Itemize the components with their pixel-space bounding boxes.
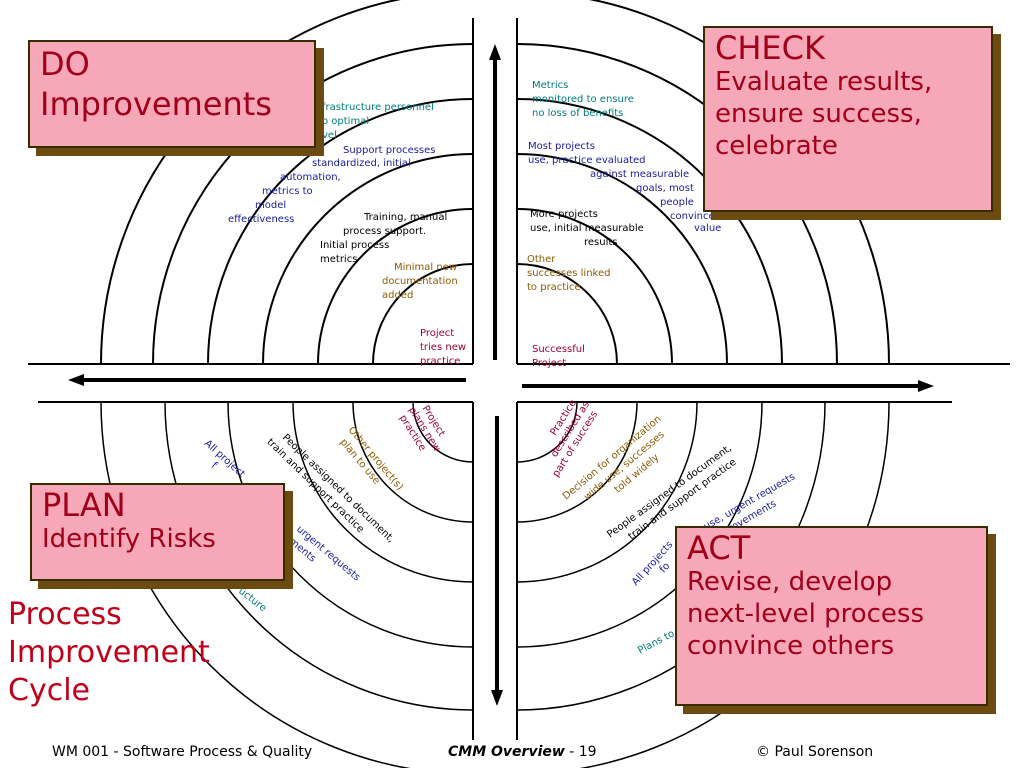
check-label: value — [694, 223, 721, 234]
do-quadrant-labels: frastructure personnel o optimal vel Sup… — [228, 102, 466, 367]
arrow-right-head — [918, 380, 934, 392]
act-box-title: ACT — [687, 529, 751, 567]
plan-label: f — [209, 460, 219, 471]
do-label: process support. — [343, 226, 426, 237]
footer-author: © Paul Sorenson — [756, 744, 874, 760]
do-label: Minimal new — [394, 262, 457, 273]
check-box: CHECK Evaluate results, ensure success, … — [703, 26, 993, 212]
do-label: Initial process — [320, 240, 389, 251]
do-box-subtitle: Improvements — [40, 85, 272, 123]
do-label: vel — [322, 130, 337, 141]
check-box-title: CHECK — [715, 29, 825, 67]
arrow-up-head — [489, 44, 501, 60]
plan-box-subtitle: Identify Risks — [42, 524, 216, 554]
cycle-title-line: Improvement — [8, 635, 210, 670]
check-label: Project — [532, 358, 566, 369]
cycle-title-line: Cycle — [8, 673, 90, 708]
do-label: documentation — [382, 276, 458, 287]
check-label: convinced of — [670, 211, 734, 222]
check-box-line: celebrate — [715, 131, 838, 161]
footer-slide-title: CMM Overview — [448, 744, 565, 760]
check-box-line: ensure success, — [715, 99, 922, 129]
check-label: monitored to ensure — [532, 94, 634, 105]
act-box-line: convince others — [687, 631, 895, 661]
do-label: added — [382, 290, 413, 301]
plan-label: ucture — [236, 586, 268, 614]
cycle-title-line: Process — [8, 597, 122, 632]
do-box: DO Improvements — [28, 40, 316, 148]
do-box-title: DO — [40, 45, 90, 83]
do-label: automation, — [280, 172, 341, 183]
arrow-left-head — [68, 374, 84, 386]
check-label: use, practice evaluated — [528, 155, 646, 166]
check-label: Metrics — [532, 80, 568, 91]
act-box-line: Revise, develop — [687, 567, 893, 597]
footer-page-number: - 19 — [564, 744, 597, 760]
do-label: o optimal — [322, 116, 369, 127]
check-label: against measurable — [590, 169, 689, 180]
check-box-line: Evaluate results, — [715, 67, 933, 97]
do-label: Support processes — [343, 145, 436, 156]
check-label: no loss of benefits — [532, 108, 623, 119]
check-label: More projects — [530, 209, 598, 220]
arrow-down-head — [491, 690, 503, 706]
footer-course: WM 001 - Software Process & Quality — [52, 744, 313, 760]
do-label: Training, manual — [363, 212, 447, 223]
cycle-arrows — [68, 44, 934, 706]
check-label: Successful — [532, 344, 585, 355]
check-label: people — [660, 197, 694, 208]
do-label: tries new — [420, 342, 466, 353]
check-label: to practice — [527, 282, 581, 293]
do-label: model — [255, 200, 286, 211]
check-label: Other — [527, 254, 556, 265]
check-label: results — [584, 237, 618, 248]
do-label: Project — [420, 328, 454, 339]
act-box: ACT Revise, develop next-level process c… — [675, 526, 988, 706]
plan-label: All project — [202, 438, 247, 480]
act-box-line: next-level process — [687, 599, 924, 629]
footer-slide-number: CMM Overview - 19 — [448, 744, 597, 760]
check-label: use, initial measurable — [530, 223, 644, 234]
do-label: effectiveness — [228, 214, 294, 225]
cycle-title: Process Improvement Cycle — [8, 596, 210, 710]
check-label: Most projects — [528, 141, 595, 152]
do-label: metrics — [320, 254, 357, 265]
check-label: goals, most — [636, 183, 694, 194]
check-label: successes linked — [527, 268, 611, 279]
do-label: frastructure personnel — [322, 102, 434, 113]
axis-lines — [28, 18, 1010, 740]
act-label: All projects — [630, 539, 675, 588]
do-label: metrics to — [262, 186, 313, 197]
plan-box: PLAN Identify Risks — [30, 483, 285, 581]
check-quadrant-labels: Metrics monitored to ensure no loss of b… — [527, 80, 734, 369]
do-label: practice — [420, 356, 460, 367]
do-label: standardized, initial — [312, 158, 411, 169]
act-label: Plans to — [636, 628, 676, 656]
plan-box-title: PLAN — [42, 486, 126, 524]
